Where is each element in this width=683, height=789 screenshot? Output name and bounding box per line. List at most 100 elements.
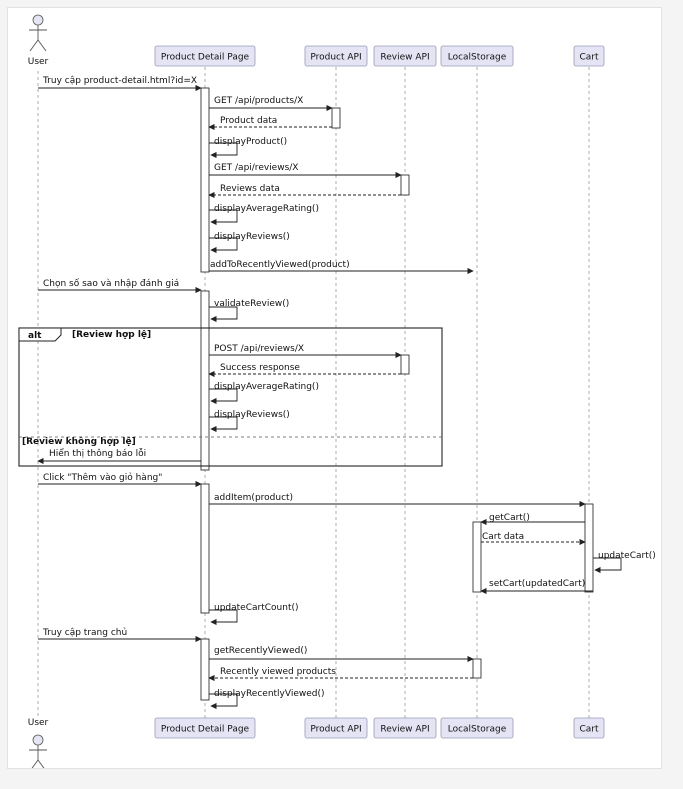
message-25: getRecentlyViewed(): [209, 646, 474, 663]
activation-bar: [200, 87, 210, 273]
message-label: validateReview(): [214, 299, 289, 309]
message-label: Product data: [220, 116, 277, 126]
message-9: addToRecentlyViewed(product): [209, 260, 474, 275]
participant-cart-bottom: Cart: [573, 717, 605, 739]
message-16: Hiển thị thông báo lỗi: [37, 448, 201, 465]
activation-bar: [584, 503, 594, 593]
message-arrow: [593, 557, 622, 574]
participant-label-cart: Cart: [579, 53, 598, 63]
participant-rapi-bottom: Review API: [373, 717, 437, 739]
message-label: displayReviews(): [214, 410, 290, 420]
message-15: displayReviews(): [209, 410, 290, 433]
message-label: Reviews data: [220, 184, 280, 194]
message-label: GET /api/products/X: [214, 96, 303, 106]
participant-pdp-bottom: Product Detail Page: [154, 717, 256, 739]
message-label: displayAverageRating(): [214, 382, 319, 392]
message-arrow: [209, 388, 238, 405]
fragment-guard: [Review hợp lệ]: [72, 330, 151, 340]
participant-label-papi: Product API: [310, 725, 361, 735]
message-label: Success response: [220, 363, 300, 373]
message-label: Cart data: [482, 532, 524, 542]
message-label: displayRecentlyViewed(): [214, 689, 325, 699]
message-3: Product data: [208, 116, 332, 131]
message-label: displayReviews(): [214, 232, 290, 242]
participant-label-cart: Cart: [579, 725, 598, 735]
message-6: Reviews data: [208, 184, 401, 199]
activation-bar: [472, 521, 482, 593]
actor-label-user: User: [28, 57, 49, 67]
message-label: Truy cập product-detail.html?id=X: [42, 76, 197, 86]
participant-label-pdp: Product Detail Page: [161, 53, 250, 63]
message-label: displayAverageRating(): [214, 204, 319, 214]
activation-bar: [200, 638, 210, 701]
message-label: addToRecentlyViewed(product): [210, 260, 350, 270]
message-27: displayRecentlyViewed(): [209, 689, 325, 710]
message-18: addItem(product): [209, 493, 586, 508]
participant-cart-top: Cart: [573, 45, 605, 67]
message-7: displayAverageRating(): [209, 204, 319, 226]
participant-label-ls: LocalStorage: [448, 53, 507, 63]
message-arrow: [209, 209, 238, 226]
message-19: getCart(): [480, 513, 585, 526]
message-label: addItem(product): [214, 493, 293, 503]
message-24: Truy cập trang chủ: [38, 627, 202, 643]
participant-rapi-top: Review API: [373, 45, 437, 67]
participant-label-pdp: Product Detail Page: [161, 725, 250, 735]
message-11: validateReview(): [209, 299, 289, 323]
message-label: Chọn số sao và nhập đánh giá: [43, 278, 179, 289]
message-label: Truy cập trang chủ: [42, 627, 127, 638]
participant-label-papi: Product API: [310, 53, 361, 63]
actor-label-user: User: [28, 718, 49, 728]
message-arrow: [209, 416, 238, 433]
message-label: POST /api/reviews/X: [214, 344, 304, 354]
message-23: updateCartCount(): [209, 603, 299, 626]
activation-bar: [200, 483, 210, 614]
actor-user-bottom: User: [28, 718, 49, 768]
fragment-keyword: alt: [28, 331, 42, 341]
message-8: displayReviews(): [209, 232, 290, 254]
activation-bar: [331, 107, 341, 129]
message-4: displayProduct(): [209, 137, 287, 159]
message-label: getRecentlyViewed(): [214, 646, 307, 656]
message-arrow: [209, 693, 238, 710]
message-arrow: [209, 142, 238, 159]
participant-papi-bottom: Product API: [304, 717, 368, 739]
message-22: setCart(updatedCart): [480, 579, 593, 595]
activation-bar: [200, 290, 210, 471]
alt-fragment: alt[Review hợp lệ][Review không hợp lệ]: [18, 327, 443, 467]
message-17: Click "Thêm vào giỏ hàng": [38, 472, 202, 488]
participant-ls-bottom: LocalStorage: [440, 717, 514, 739]
message-label: Recently viewed products: [220, 667, 336, 677]
message-14: displayAverageRating(): [209, 382, 319, 405]
message-label: updateCart(): [598, 551, 656, 561]
message-26: Recently viewed products: [208, 667, 473, 682]
message-arrow: [209, 609, 238, 626]
participant-label-rapi: Review API: [380, 53, 429, 63]
message-label: GET /api/reviews/X: [214, 163, 298, 173]
message-21: updateCart(): [593, 551, 656, 574]
activation-bar: [400, 354, 410, 375]
diagram-canvas: alt[Review hợp lệ][Review không hợp lệ] …: [7, 7, 662, 769]
sequence-diagram: alt[Review hợp lệ][Review không hợp lệ] …: [18, 14, 656, 768]
participant-ls-top: LocalStorage: [440, 45, 514, 67]
message-arrow: [209, 306, 238, 323]
message-label: displayProduct(): [214, 137, 287, 147]
participant-papi-top: Product API: [304, 45, 368, 67]
message-label: updateCartCount(): [214, 603, 299, 613]
message-arrow: [209, 237, 238, 254]
message-13: Success response: [208, 363, 401, 378]
participant-label-ls: LocalStorage: [448, 725, 507, 735]
message-10: Chọn số sao và nhập đánh giá: [38, 278, 202, 294]
message-label: Click "Thêm vào giỏ hàng": [43, 472, 162, 483]
message-12: POST /api/reviews/X: [209, 344, 402, 359]
message-2: GET /api/products/X: [209, 96, 333, 112]
message-label: getCart(): [489, 513, 530, 523]
actor-user-top: User: [28, 14, 49, 67]
message-label: setCart(updatedCart): [489, 579, 585, 589]
message-1: Truy cập product-detail.html?id=X: [38, 76, 202, 92]
participant-pdp-top: Product Detail Page: [154, 45, 256, 67]
activation-bar: [472, 658, 482, 679]
message-5: GET /api/reviews/X: [209, 163, 402, 179]
message-20: Cart data: [481, 532, 586, 546]
participant-label-rapi: Review API: [380, 725, 429, 735]
